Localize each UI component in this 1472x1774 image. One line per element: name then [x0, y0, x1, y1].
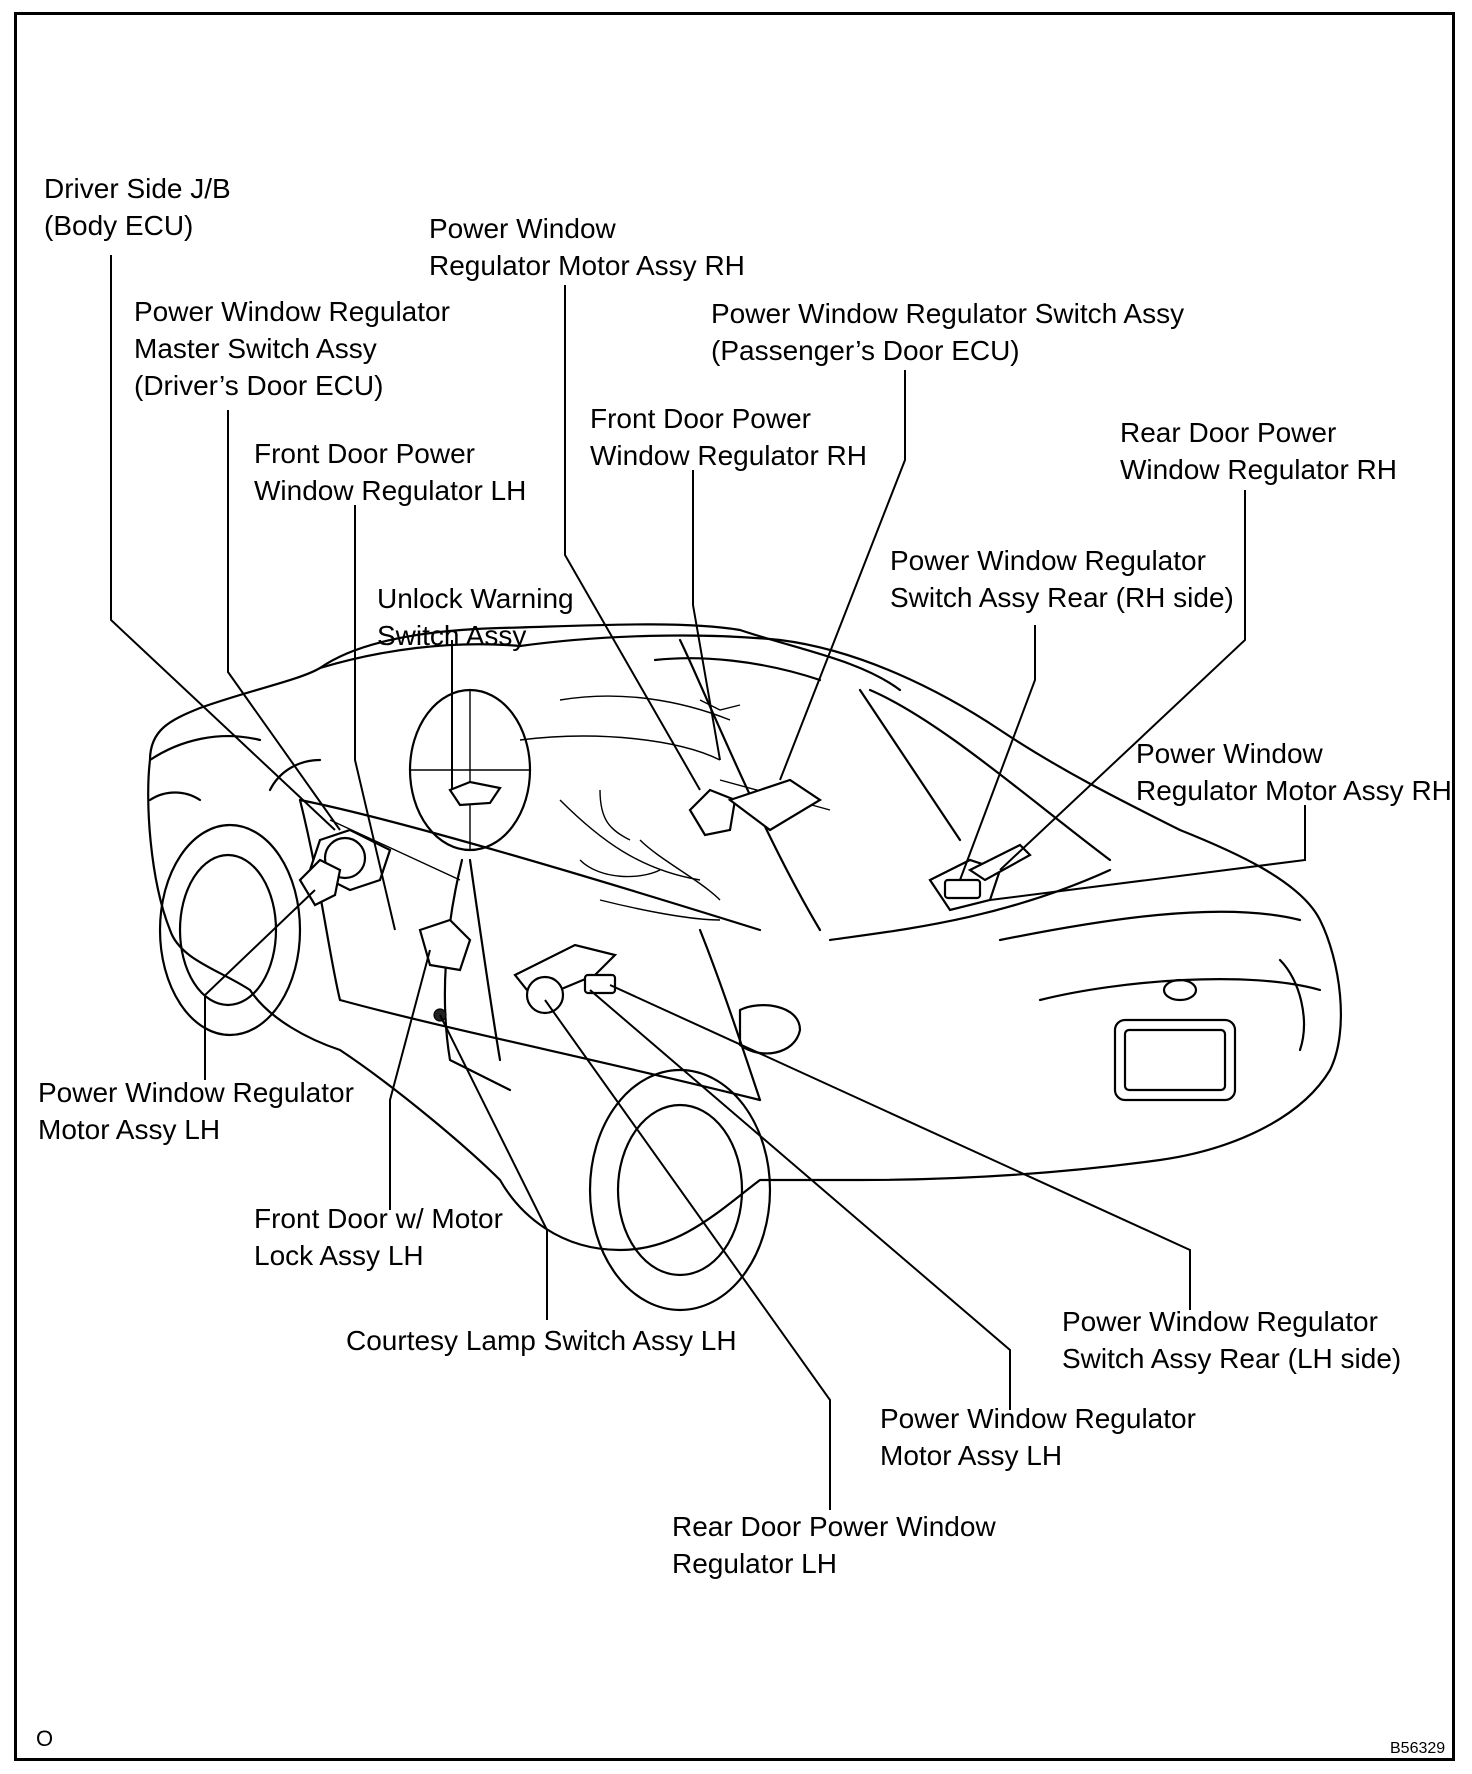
switch-passenger-part	[727, 778, 823, 832]
figure-code: B56329	[1390, 1740, 1446, 1757]
corner-mark: O	[36, 1726, 54, 1751]
label-driver-side-jb: Driver Side J/B (Body ECU)	[44, 173, 231, 241]
label-courtesy-lamp-switch: Courtesy Lamp Switch Assy LH	[346, 1325, 737, 1356]
switch-rear-rh-part	[943, 878, 982, 900]
diagram-frame	[14, 12, 1455, 1761]
label-pw-switch-passenger: Power Window Regulator Switch Assy(Passe…	[711, 298, 1185, 366]
unlock-warning-switch-part	[448, 780, 502, 807]
motor-lh-rear-part	[525, 975, 565, 1015]
motor-rh-front-part	[688, 788, 737, 837]
components	[298, 778, 1032, 1022]
switch-rear-lh-part	[583, 973, 617, 995]
motor-rh-rear-part	[967, 843, 1032, 882]
leader-lines	[110, 255, 1306, 1510]
